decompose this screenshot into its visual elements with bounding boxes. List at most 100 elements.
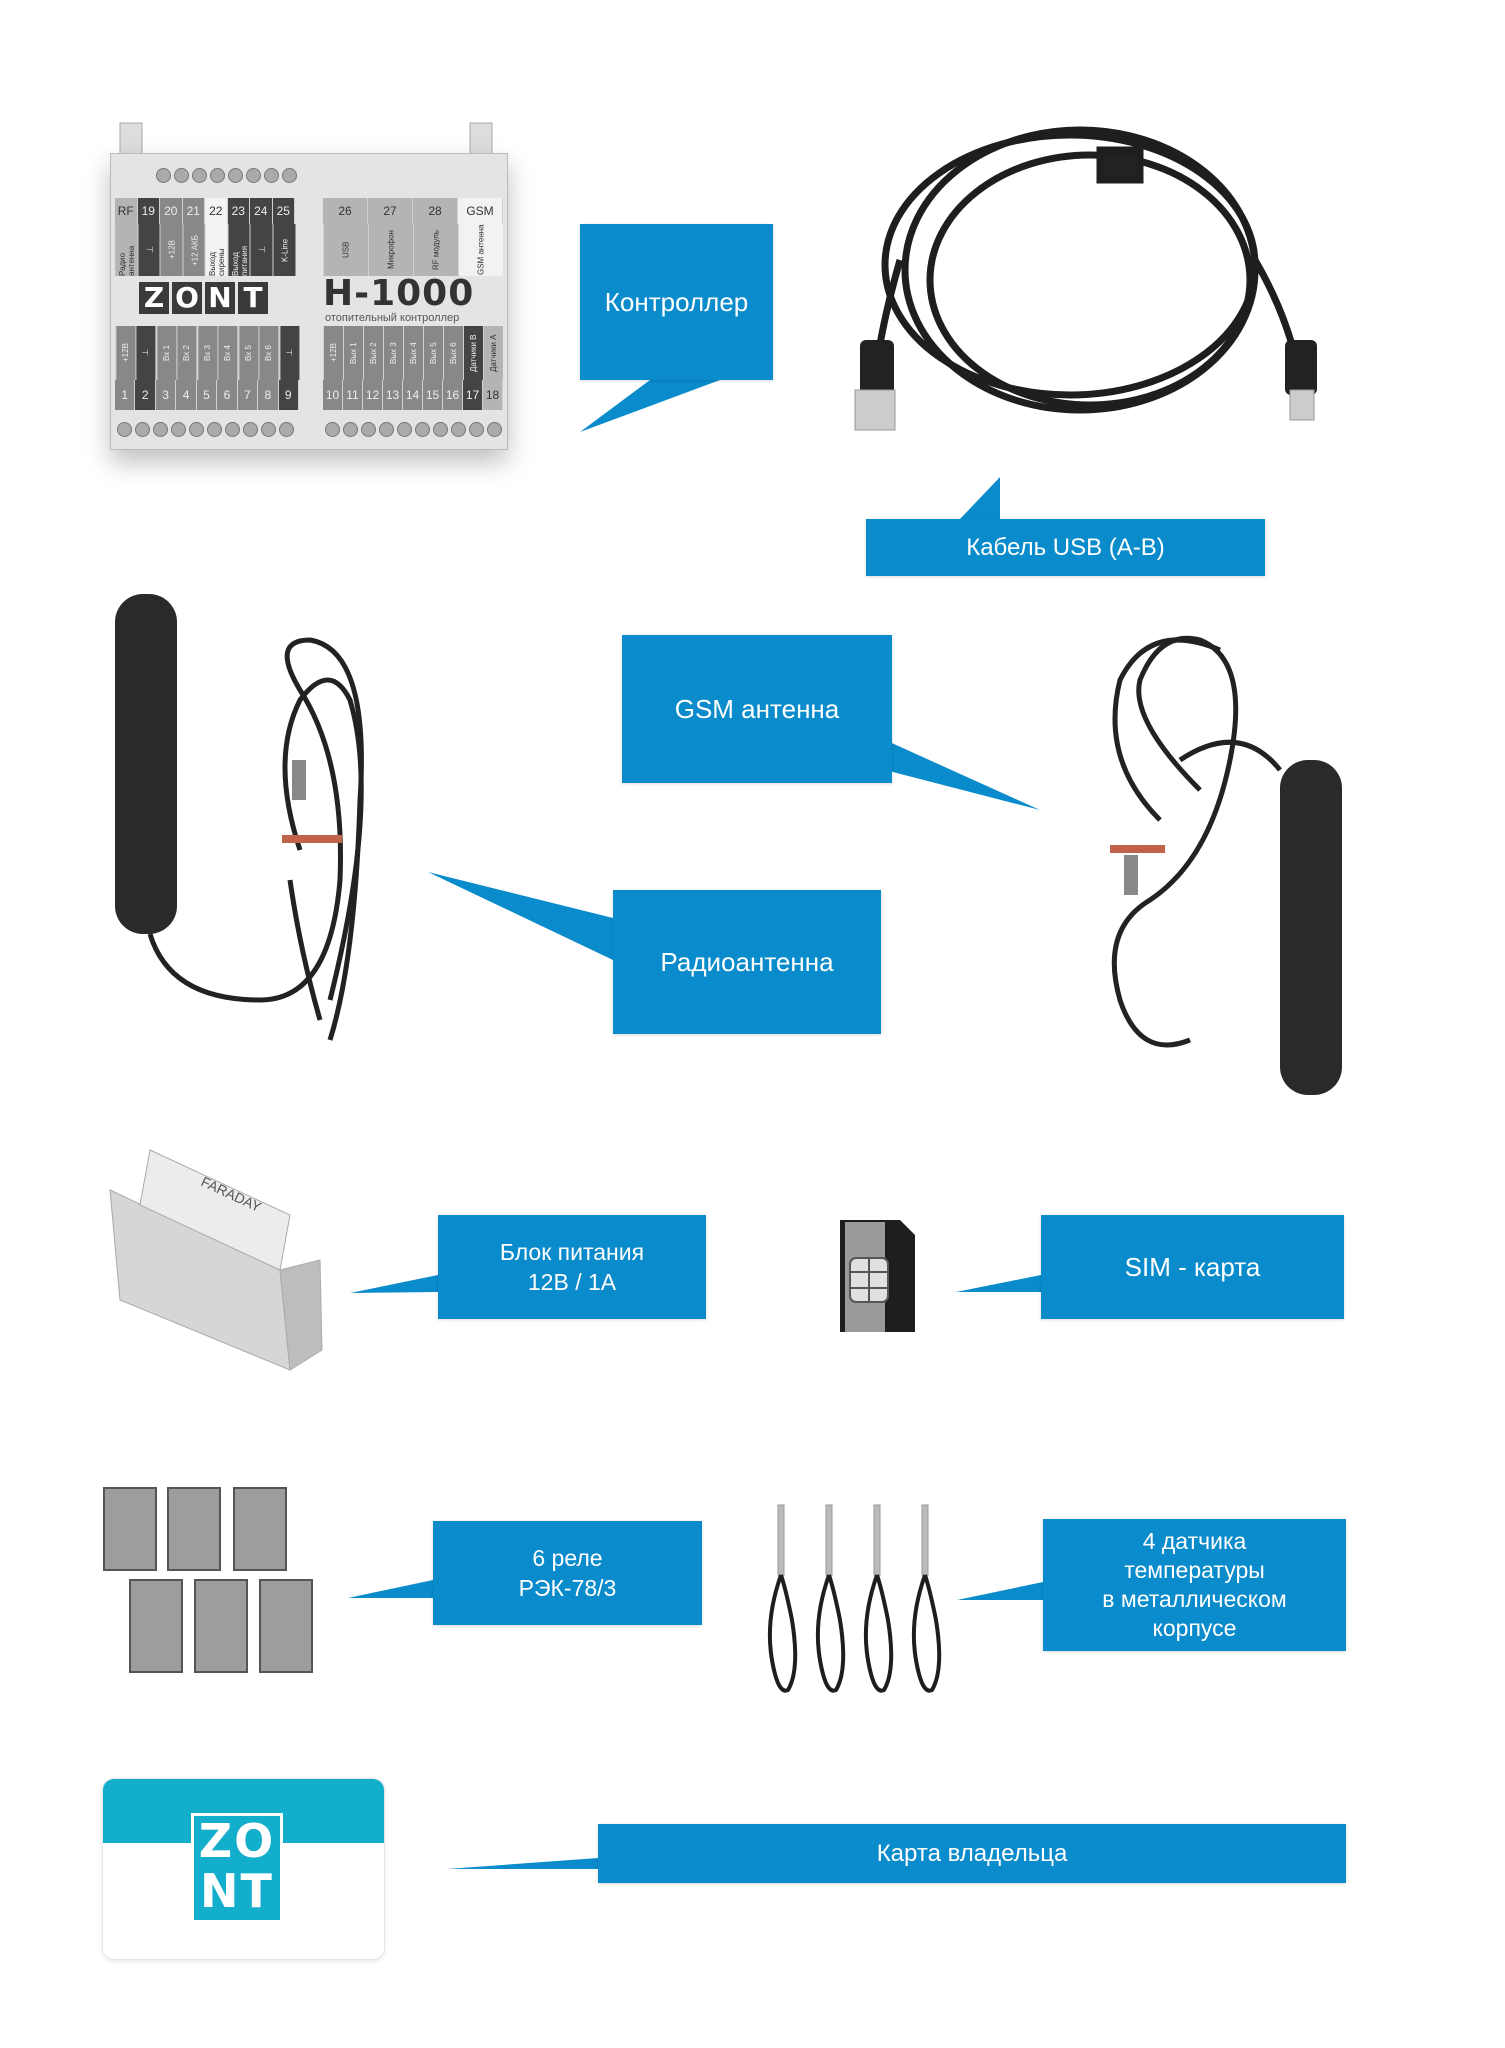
terminal-cell: 17 [463, 380, 483, 410]
callout-label: GSM антенна [674, 694, 840, 724]
screw-terminal [487, 422, 502, 437]
callout-controller: Контроллер [580, 224, 773, 380]
terminal-cell: Выход питания [227, 224, 250, 276]
terminal-cell: +12В [160, 224, 183, 276]
screw-terminal [135, 422, 150, 437]
terminal-cell: 5 [196, 380, 218, 410]
screw-terminal [361, 422, 376, 437]
usb-tail [960, 477, 1000, 519]
terminal-cell: ⊥ [250, 224, 273, 276]
callout-label: Блок питания 12В / 1А [499, 1239, 645, 1295]
terminal-cell: 3 [155, 380, 177, 410]
screw-terminal [469, 422, 484, 437]
callout-label: 6 реле РЭК-78/3 [518, 1545, 617, 1601]
terminal-cell: 13 [383, 380, 403, 410]
controller-model: H-1000 [323, 273, 475, 314]
logo-letter: T [238, 282, 268, 314]
screw-terminal [415, 422, 430, 437]
screw-terminal [228, 168, 243, 183]
terminal-cell: 8 [258, 380, 279, 410]
screw-terminal [192, 168, 207, 183]
controller-tail [580, 380, 720, 432]
zont-logo: Z O N T [139, 282, 268, 314]
terminal-cell: +12В [115, 326, 136, 380]
callout-gsm-antenna: GSM антенна [622, 635, 892, 783]
terminal-cell: 14 [403, 380, 423, 410]
sensors-tail [957, 1582, 1043, 1600]
terminal-cell: Вых 4 [403, 326, 423, 380]
terminal-cell: 22 [205, 198, 228, 224]
screw-terminal [153, 422, 168, 437]
terminal-cell: Вых 1 [343, 326, 363, 380]
terminal-cell: 12 [363, 380, 383, 410]
terminal-cell: Радио антенна [115, 224, 138, 276]
screw-terminal [325, 422, 340, 437]
callout-usb-cable: Кабель USB (A-B) [866, 519, 1265, 576]
terminal-cell: 19 [137, 198, 160, 224]
terminal-cell: Вх 5 [237, 326, 259, 380]
screw-terminal [279, 422, 294, 437]
callout-owner-card: Карта владельца [598, 1824, 1346, 1883]
controller-subtitle: отопительный контроллер [325, 312, 460, 324]
logo-line: ZO [198, 1814, 276, 1868]
terminal-cell: 21 [182, 198, 205, 224]
screw-terminal [210, 168, 225, 183]
terminal-cell: 9 [278, 380, 299, 410]
terminal-cell: 1 [115, 380, 136, 410]
terminal-cell: RF модуль [413, 224, 458, 276]
logo-letter: Z [139, 282, 169, 314]
terminal-cell: 28 [413, 198, 458, 224]
callout-label: Радиоантенна [660, 947, 834, 977]
radio-tail [428, 872, 613, 960]
screw-terminal [433, 422, 448, 437]
terminal-cell: 20 [160, 198, 183, 224]
terminal-cell: USB [323, 224, 368, 276]
terminal-cell: 18 [483, 380, 503, 410]
terminal-cell: RF [115, 198, 138, 224]
logo-line: NT [200, 1864, 274, 1918]
callout-label: 4 датчика температуры в металлическом ко… [1102, 1528, 1287, 1641]
screw-terminal [451, 422, 466, 437]
terminal-cell: Вх 6 [258, 326, 279, 380]
screw-terminal [261, 422, 276, 437]
terminal-cell: 10 [323, 380, 343, 410]
usb-connectors [854, 340, 1317, 431]
terminal-cell: 16 [443, 380, 463, 410]
screw-terminal [156, 168, 171, 183]
callout-label: Контроллер [604, 287, 749, 317]
screw-terminal [282, 168, 297, 183]
terminal-cell: 24 [250, 198, 273, 224]
terminal-cell: 23 [227, 198, 250, 224]
terminal-cell: Вых 3 [383, 326, 403, 380]
screw-terminal [343, 422, 358, 437]
callout-sim-card: SIM - карта [1041, 1215, 1344, 1319]
terminal-cell: 11 [343, 380, 363, 410]
terminal-cell: Вх 2 [176, 326, 197, 380]
bottom-right-screws [325, 422, 502, 437]
owner-card-image: ZO NT [102, 1778, 385, 1960]
screw-terminal [171, 422, 186, 437]
terminal-cell: +12В [323, 326, 343, 380]
logo-letter: O [172, 282, 202, 314]
bottom-left-screws [117, 422, 294, 437]
terminal-cell: Вых 2 [363, 326, 383, 380]
screw-terminal [225, 422, 240, 437]
callout-tails [348, 380, 1043, 1869]
terminal-cell: 4 [176, 380, 197, 410]
terminal-cell: GSM [458, 198, 503, 224]
terminal-cell: Вх 3 [196, 326, 218, 380]
terminal-cell: 2 [135, 380, 156, 410]
psu-tail [350, 1275, 438, 1293]
controller-connectors [119, 122, 493, 156]
screw-terminal [246, 168, 261, 183]
callout-relays: 6 реле РЭК-78/3 [433, 1521, 702, 1625]
screw-terminal [207, 422, 222, 437]
